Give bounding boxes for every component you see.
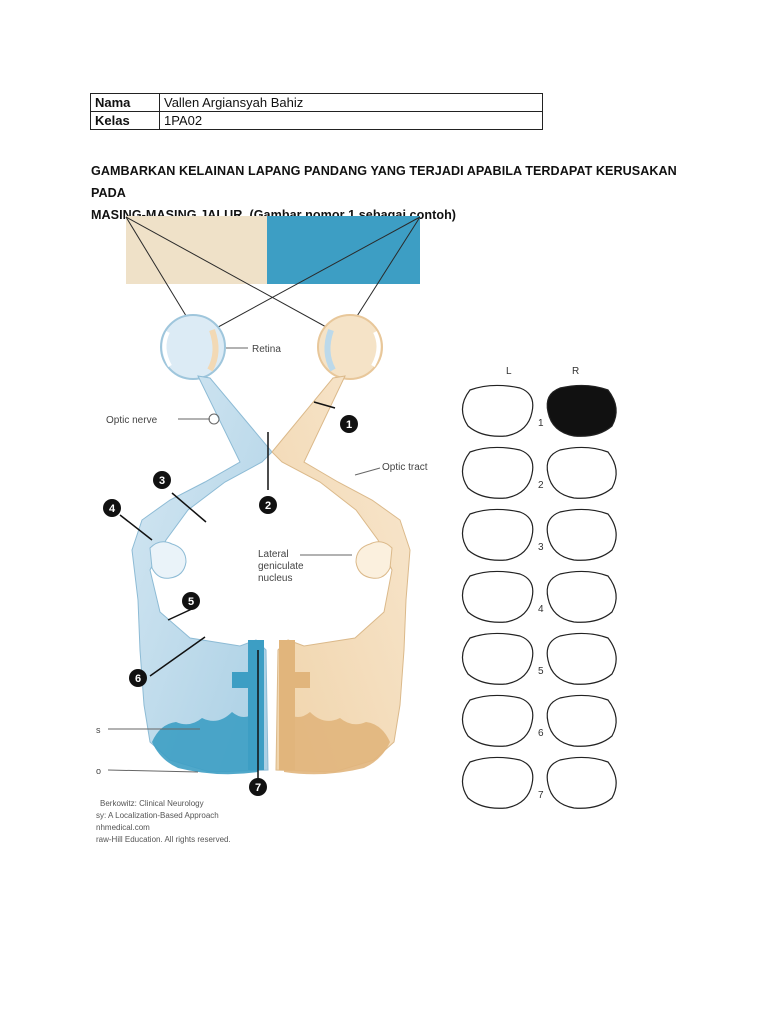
credit-line-1: Berkowitz: Clinical Neurology (100, 799, 204, 808)
figure-credit: Berkowitz: Clinical Neurology sy: A Loca… (96, 799, 231, 844)
calcarine-tan (279, 640, 295, 770)
label-optic-tract: Optic tract (382, 462, 428, 473)
class-key: Kelas (90, 111, 160, 130)
lesion-markers: 1 2 3 4 5 6 7 (103, 415, 358, 796)
left-visual-cortex (152, 712, 258, 775)
label-retina: Retina (252, 344, 281, 355)
marker-6: 6 (129, 669, 147, 687)
calcarine-blue-notch (232, 672, 252, 688)
right-eye-field-4 (546, 570, 617, 623)
left-eye-field-2 (461, 446, 534, 499)
right-visual-field (267, 216, 420, 284)
right-lgn (355, 541, 393, 579)
credit-line-2: sy: A Localization-Based Approach (96, 811, 219, 820)
field-row-number-4: 4 (538, 604, 544, 615)
svg-text:6: 6 (135, 673, 141, 685)
calcarine-tan-notch (290, 672, 310, 688)
marker-3: 3 (153, 471, 171, 489)
left-eye (160, 314, 226, 380)
left-eye-field-1 (461, 384, 534, 437)
label-lgn-1: Lateral (258, 549, 289, 560)
field-row-number-1: 1 (538, 418, 544, 429)
visual-field-row-2: 2 (461, 446, 617, 499)
svg-text:5: 5 (188, 596, 194, 608)
svg-text:2: 2 (265, 500, 271, 512)
student-info-table: Nama Vallen Argiansyah Bahiz Kelas 1PA02 (90, 93, 543, 130)
left-lgn (149, 541, 187, 579)
right-visual-cortex (284, 712, 390, 775)
label-o: o (96, 766, 101, 776)
left-visual-field (126, 216, 267, 284)
marker-7: 7 (249, 778, 267, 796)
left-eye-field-3 (461, 508, 534, 561)
visual-field-row-4: 4 (461, 570, 617, 623)
right-eye-field-7 (546, 756, 617, 809)
right-eye-field-1 (546, 384, 617, 437)
visual-field-row-6: 6 (461, 694, 617, 747)
field-row-number-7: 7 (538, 790, 544, 801)
svg-text:7: 7 (255, 782, 261, 794)
label-lgn-3: nucleus (258, 573, 292, 584)
svg-text:4: 4 (109, 503, 116, 515)
right-eye-field-6 (546, 694, 617, 747)
optic-nerve-ring (208, 413, 220, 425)
label-optic-nerve: Optic nerve (106, 415, 158, 426)
marker-5: 5 (182, 592, 200, 610)
lesion-lines (119, 401, 336, 780)
visual-field-grid: L R 1 2 3 4 5 6 7 (461, 366, 617, 809)
instruction-line-1: GAMBARKAN KELAINAN LAPANG PANDANG YANG T… (91, 164, 677, 200)
left-eye-field-6 (461, 694, 534, 747)
svg-text:1: 1 (346, 419, 352, 431)
credit-line-3: nhmedical.com (96, 823, 150, 832)
field-row-number-5: 5 (538, 666, 544, 677)
credit-line-4: raw-Hill Education. All rights reserved. (96, 835, 231, 844)
label-leaders (107, 347, 381, 773)
visual-field-rectangles (126, 216, 420, 284)
label-s: s (96, 725, 101, 735)
field-row-number-6: 6 (538, 728, 544, 739)
left-eye-field-4 (461, 570, 534, 623)
class-row: Kelas 1PA02 (90, 111, 543, 130)
left-field-label: L (506, 366, 512, 377)
class-value: 1PA02 (159, 111, 543, 130)
calcarine-blue (248, 640, 264, 770)
visual-field-row-5: 5 (461, 632, 617, 685)
right-eye (317, 314, 383, 380)
visual-field-row-7: 7 (461, 756, 617, 809)
right-eye-field-2 (546, 446, 617, 499)
label-lgn-2: geniculate (258, 561, 304, 572)
field-row-number-2: 2 (538, 480, 544, 491)
right-eye-field-3 (546, 508, 617, 561)
marker-4: 4 (103, 499, 121, 517)
field-row-number-3: 3 (538, 542, 544, 553)
visual-field-row-1: 1 (461, 384, 617, 437)
right-field-label: R (572, 366, 579, 377)
right-eye-field-5 (546, 632, 617, 685)
marker-2: 2 (259, 496, 277, 514)
left-eye-field-5 (461, 632, 534, 685)
visual-field-rows: 1 2 3 4 5 6 7 (461, 384, 617, 809)
marker-1: 1 (340, 415, 358, 433)
left-eye-field-7 (461, 756, 534, 809)
visual-field-row-3: 3 (461, 508, 617, 561)
svg-text:3: 3 (159, 475, 165, 487)
